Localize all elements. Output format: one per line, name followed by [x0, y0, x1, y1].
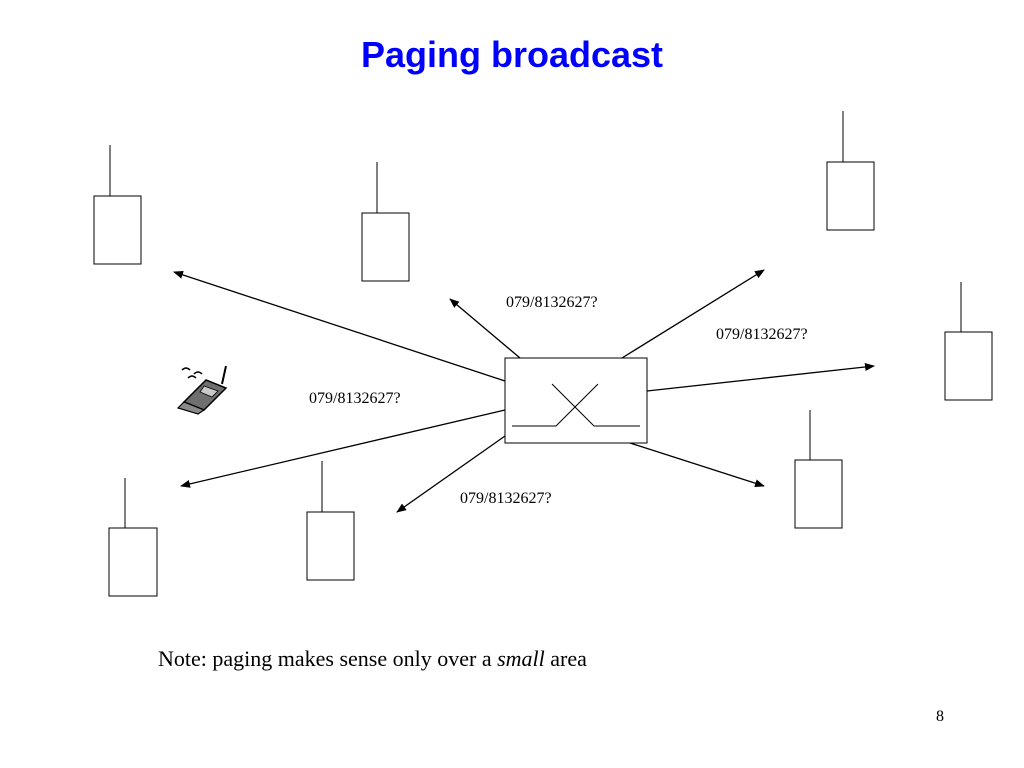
- arrow-to-top: [449, 298, 521, 359]
- arrow-to-top-right: [621, 269, 765, 359]
- page-number: 8: [936, 708, 944, 725]
- base-station-icon: [361, 212, 410, 282]
- paging-label-left: 079/8132627?: [309, 390, 401, 407]
- broadcast-arrows: [173, 269, 875, 513]
- arrow-to-bottom: [396, 435, 506, 513]
- base-station-3: [826, 111, 875, 231]
- base-station-2: [361, 162, 410, 282]
- base-station-1: [93, 145, 142, 265]
- base-station-4: [944, 282, 993, 401]
- base-station-icon: [93, 195, 142, 265]
- base-station-7: [108, 478, 158, 597]
- base-station-icon: [306, 511, 355, 581]
- note-prefix: Note: paging makes sense only over a: [158, 646, 498, 671]
- arrow-to-lower-right: [629, 442, 765, 488]
- base-station-icon: [108, 527, 158, 597]
- note: Note: paging makes sense only over a sma…: [158, 646, 587, 672]
- paging-label-right: 079/8132627?: [716, 326, 808, 343]
- mobile-phone-icon: [176, 365, 228, 415]
- paging-label-bottom: 079/8132627?: [460, 490, 552, 507]
- base-station-icon: [794, 459, 843, 529]
- base-station-6: [306, 461, 355, 581]
- paging-label-top: 079/8132627?: [506, 294, 598, 311]
- base-station-5: [794, 410, 843, 529]
- arrow-to-upper-left: [173, 271, 506, 382]
- arrow-to-left: [180, 409, 506, 488]
- base-station-icon: [944, 331, 993, 401]
- arrow-to-right: [646, 363, 875, 392]
- slide-title: Paging broadcast: [360, 34, 664, 75]
- note-suffix: area: [544, 646, 587, 671]
- note-emphasis: small: [497, 646, 545, 671]
- switch-icon: [504, 357, 648, 444]
- base-station-icon: [826, 161, 875, 231]
